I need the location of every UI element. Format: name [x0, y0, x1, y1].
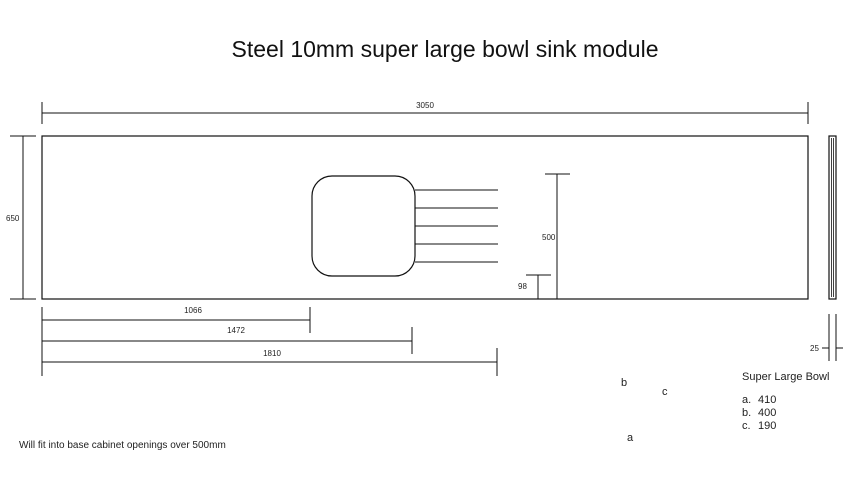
- spec-key: a.: [742, 394, 752, 406]
- drainer-grooves: [415, 189, 498, 263]
- marker-b: b: [621, 377, 628, 389]
- dim-line-thickness: [822, 314, 843, 361]
- marker-c: c: [662, 386, 668, 398]
- spec-item-b: b. 400: [742, 407, 829, 420]
- label-run-a: 1066: [184, 306, 202, 315]
- dim-line-overall-length: [41, 102, 809, 124]
- dim-line-bowl-depth: [545, 173, 570, 299]
- bowl-spec-list: Super Large Bowl a. 410 b. 400 c. 190: [742, 371, 829, 433]
- dim-line-run-c: [41, 348, 498, 376]
- spec-value: 400: [758, 407, 777, 419]
- dim-line-run-a: [41, 307, 311, 333]
- page-title: Steel 10mm super large bowl sink module: [231, 36, 659, 62]
- label-run-b: 1472: [227, 326, 245, 335]
- spec-value: 190: [758, 420, 777, 432]
- label-thickness: 25: [810, 344, 819, 353]
- label-bowl-depth: 500: [542, 233, 556, 242]
- label-run-c: 1810: [263, 349, 281, 358]
- worktop-outline: [41, 135, 809, 300]
- spec-key: b.: [742, 407, 752, 419]
- label-overall-length: 3050: [416, 101, 434, 110]
- spec-value: 410: [758, 394, 777, 406]
- label-depth: 650: [6, 214, 20, 223]
- label-front-offset: 98: [518, 282, 527, 291]
- spec-heading: Super Large Bowl: [742, 371, 830, 383]
- dim-line-depth: [10, 135, 36, 300]
- dim-line-front-offset: [526, 274, 551, 299]
- spec-item-c: c. 190: [742, 420, 829, 433]
- spec-item-a: a. 410: [742, 394, 829, 407]
- marker-a: a: [627, 432, 634, 444]
- side-profile: [828, 135, 837, 300]
- spec-key: c.: [742, 420, 751, 432]
- sink-bowl: [311, 175, 416, 277]
- fit-note: Will fit into base cabinet openings over…: [19, 440, 226, 451]
